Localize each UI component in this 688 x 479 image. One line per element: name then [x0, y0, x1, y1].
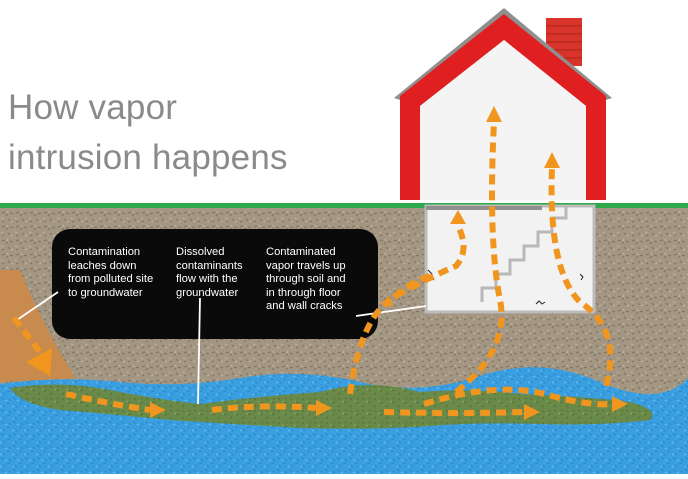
arrow-leach-path — [11, 316, 43, 354]
house-frame — [400, 14, 606, 200]
arrowhead-vapor-1 — [450, 210, 466, 224]
arrowhead-flow-4 — [612, 396, 628, 412]
callout-box — [52, 229, 378, 339]
arrow-vapor-3 — [548, 167, 614, 387]
arrowhead-flow-2 — [316, 400, 332, 416]
leader-line-3 — [355, 305, 427, 317]
arrow-flow-1 — [65, 391, 151, 413]
callout-label-dissolved: Dissolved contaminants flow with the gro… — [176, 246, 243, 299]
floor-crack — [535, 300, 546, 305]
vapor-arrows — [11, 121, 614, 416]
pollution-source — [0, 270, 75, 382]
wall-crack-2 — [579, 273, 584, 281]
arrowhead-vapor-3 — [544, 152, 560, 168]
grass-line — [0, 203, 688, 208]
house — [394, 8, 612, 314]
callout-label-vapor: Contaminated vapor travels up through so… — [266, 246, 346, 313]
diagram-title-line-1: How vapor — [8, 88, 178, 127]
callout-label-contamination: Contamination leaches down from polluted… — [68, 246, 154, 299]
arrow-flow-4 — [423, 386, 613, 408]
diagram-title-line-2: intrusion happens — [8, 138, 288, 177]
leader-line-2 — [197, 297, 201, 405]
leader-line-1 — [13, 291, 59, 323]
contaminant-plume — [10, 384, 653, 429]
arrowheads — [26, 106, 628, 420]
house-interior — [420, 40, 586, 200]
arrow-vapor-4 — [385, 273, 431, 308]
arrowhead-flow-1 — [150, 402, 166, 418]
arrow-vapor-2 — [454, 121, 505, 395]
floor-slab — [426, 206, 542, 210]
arrowhead-vapor-2 — [486, 106, 502, 122]
arrow-vapor-1 — [347, 224, 467, 395]
arrow-flow-3 — [383, 409, 525, 416]
arrowhead-flow-3 — [524, 404, 540, 420]
arrow-flow-2 — [211, 403, 317, 413]
arrowhead-leach — [26, 348, 52, 376]
